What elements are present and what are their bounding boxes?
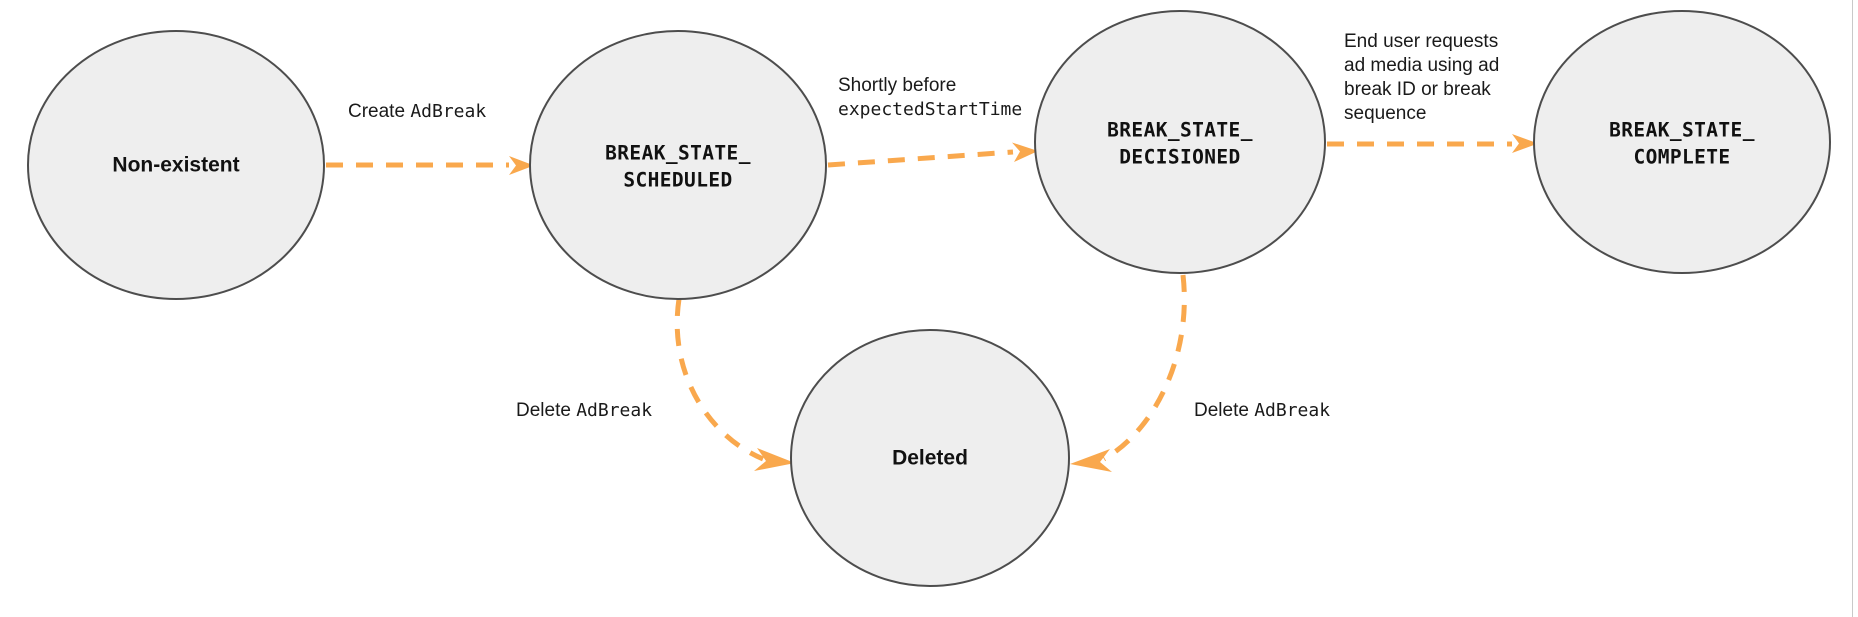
node-break-state-scheduled[interactable]: BREAK_STATE_ SCHEDULED (529, 30, 827, 300)
node-break-state-decisioned-label-line1: BREAK_STATE_ (1107, 119, 1253, 142)
node-break-state-decisioned[interactable]: BREAK_STATE_ DECISIONED (1034, 10, 1326, 274)
edge-label-run: break ID or break (1344, 79, 1491, 100)
node-non-existent[interactable]: Non-existent (27, 30, 325, 300)
edge-shortly-before-line (827, 149, 1014, 168)
edge-label-run: Delete (516, 400, 577, 421)
node-deleted[interactable]: Deleted (790, 329, 1070, 587)
edge-delete-from-decisioned[interactable] (1070, 274, 1187, 472)
edge-label-line: expectedStartTime (838, 98, 1022, 122)
edge-label-run: ad media using ad (1344, 55, 1500, 76)
edge-label-run: AdBreak (410, 101, 487, 122)
edge-label-delete-from-decisioned: Delete AdBreak (1194, 399, 1330, 423)
edge-label-run: sequence (1344, 103, 1427, 124)
nodes-layer: Non-existent BREAK_STATE_ SCHEDULED BREA… (27, 10, 1831, 587)
node-break-state-scheduled-label-line1: BREAK_STATE_ (605, 142, 751, 165)
edge-label-line: Delete AdBreak (516, 399, 652, 423)
edge-delete-from-decisioned-line (1102, 274, 1187, 462)
node-deleted-shape (790, 329, 1070, 587)
node-break-state-scheduled-label-line2: SCHEDULED (623, 169, 732, 192)
edge-label-run: End user requests (1344, 31, 1499, 52)
edge-label-delete-from-scheduled: Delete AdBreak (516, 399, 652, 423)
node-break-state-complete-label-line2: COMPLETE (1633, 146, 1730, 169)
edge-label-line: End user requests (1344, 30, 1499, 54)
edge-label-line: Delete AdBreak (1194, 399, 1330, 423)
edge-label-run: AdBreak (1254, 400, 1331, 421)
arrowhead-icon (754, 448, 795, 471)
edge-delete-from-scheduled-line (674, 298, 764, 462)
edge-label-line: ad media using ad (1344, 54, 1499, 78)
edge-label-create-adbreak: Create AdBreak (348, 100, 486, 124)
arrowhead-icon (509, 156, 534, 175)
edge-label-run: Shortly before (838, 75, 957, 96)
node-break-state-complete-label-line1: BREAK_STATE_ (1609, 119, 1755, 142)
edge-label-run: Create (348, 101, 411, 122)
edge-label-line: Shortly before (838, 74, 1022, 98)
edge-label-end-user-requests: End user requests ad media using ad break … (1344, 30, 1499, 126)
edge-label-run: expectedStartTime (838, 99, 1023, 120)
arrowhead-icon (1012, 142, 1038, 162)
edge-label-line: sequence (1344, 102, 1499, 126)
arrowhead-icon (1070, 449, 1112, 472)
edges-layer (326, 134, 1538, 472)
edge-label-line: break ID or break (1344, 78, 1499, 102)
node-break-state-decisioned-shape (1034, 10, 1326, 274)
edge-label-line: Create AdBreak (348, 100, 486, 124)
page-right-border (1852, 0, 1853, 617)
node-break-state-scheduled-shape (529, 30, 827, 300)
edge-shortly-before[interactable] (827, 142, 1038, 168)
arrowhead-icon (1512, 134, 1538, 153)
node-break-state-complete[interactable]: BREAK_STATE_ COMPLETE (1533, 10, 1831, 274)
edge-label-shortly-before: Shortly before expectedStartTime (838, 74, 1022, 122)
node-non-existent-shape (27, 30, 325, 300)
edge-create-adbreak[interactable] (326, 156, 534, 175)
node-deleted-label: Deleted (892, 447, 968, 470)
edge-label-run: Delete (1194, 400, 1255, 421)
node-break-state-complete-shape (1533, 10, 1831, 274)
edge-delete-from-scheduled[interactable] (674, 298, 795, 471)
edge-label-run: AdBreak (576, 400, 653, 421)
node-break-state-decisioned-label-line2: DECISIONED (1119, 146, 1240, 169)
edge-end-user-requests[interactable] (1327, 134, 1538, 153)
node-non-existent-label: Non-existent (112, 154, 239, 177)
